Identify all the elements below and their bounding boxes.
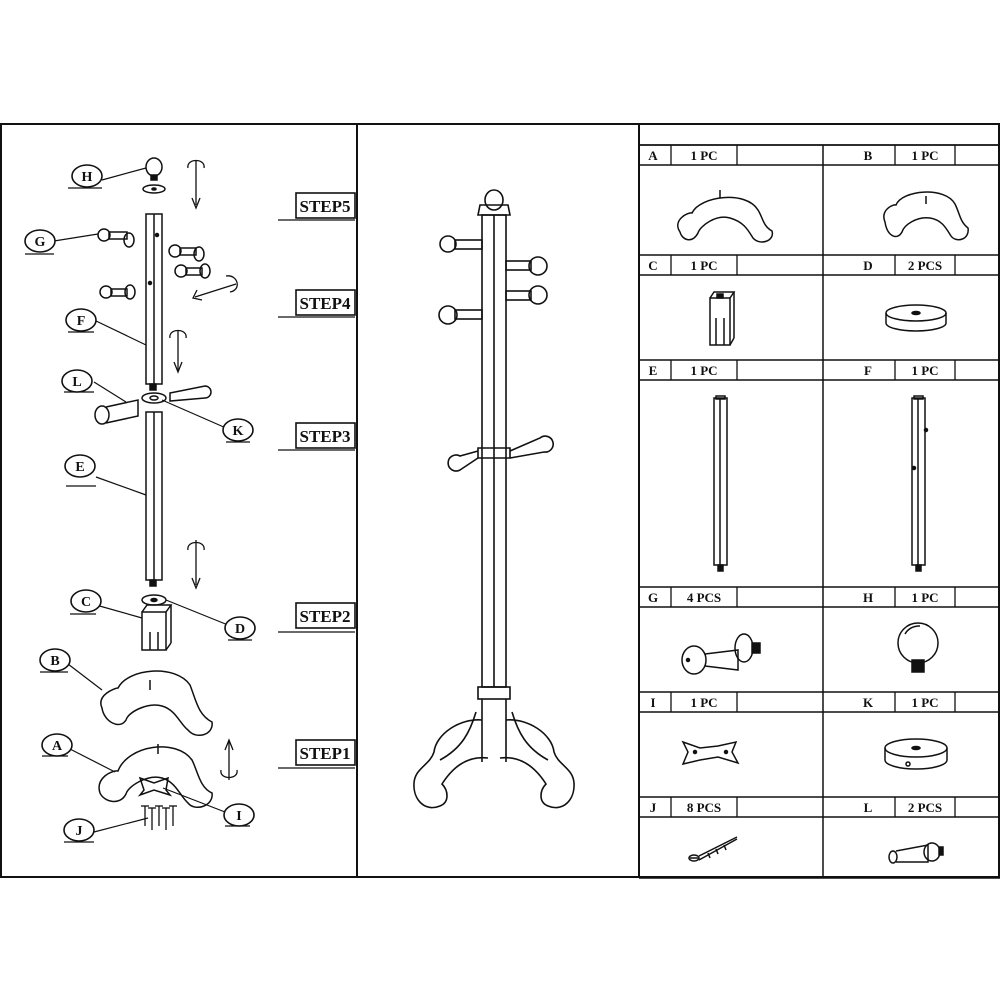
callout-c: C: [81, 595, 91, 610]
step2-label: STEP2: [299, 607, 350, 626]
part-letter: H: [863, 590, 873, 605]
part-quantity: 1 PC: [690, 363, 717, 378]
callout-f: F: [77, 314, 86, 329]
part-a-illustration: [677, 196, 774, 243]
part-quantity: 1 PC: [690, 148, 717, 163]
part-quantity: 1 PC: [690, 695, 717, 710]
part-g-illustration: [681, 633, 761, 675]
part-l-illustration: [888, 842, 944, 864]
part-cell-k: K 1 PC: [823, 691, 1000, 713]
part-i-bracket: [137, 776, 173, 797]
diagram-frame: [0, 123, 1000, 878]
part-letter: J: [650, 800, 657, 815]
callout-i: I: [236, 809, 241, 824]
step5-label: STEP5: [299, 197, 350, 216]
part-b-illustration: [883, 191, 969, 241]
part-cell-c: C 1 PC: [639, 254, 823, 276]
part-quantity: 1 PC: [911, 695, 938, 710]
part-i-illustration: [681, 740, 740, 766]
part-e-lower-pole: [145, 411, 163, 587]
part-cell-a: A 1 PC: [639, 144, 823, 166]
part-cell-g: G 4 PCS: [639, 586, 823, 608]
part-c-connector: [141, 604, 173, 651]
callout-j: J: [76, 824, 83, 839]
step1-label: STEP1: [299, 744, 350, 763]
part-quantity: 2 PCS: [908, 800, 942, 815]
part-quantity: 1 PC: [911, 363, 938, 378]
step-lines: [278, 219, 355, 769]
part-letter: I: [650, 695, 655, 710]
part-cell-h: H 1 PC: [823, 586, 1000, 608]
part-cell-l: L 2 PCS: [823, 796, 1000, 818]
exploded-view: [25, 157, 355, 843]
part-cell-f: F 1 PC: [823, 359, 1000, 381]
rotation-arrows: [169, 159, 238, 780]
step3-label: STEP3: [299, 427, 350, 446]
part-a-leg: [98, 744, 213, 808]
part-letter: C: [648, 258, 657, 273]
part-f-illustration: [911, 395, 929, 572]
step-boxes: [295, 192, 356, 766]
part-f-upper-pole: [145, 213, 163, 391]
part-cell-b: B 1 PC: [823, 144, 1000, 166]
callout-b: B: [50, 654, 59, 669]
part-letter: A: [648, 148, 658, 163]
step-labels: STEP5 STEP4 STEP3 STEP2 STEP1: [299, 197, 351, 763]
part-g-hooks: [97, 228, 211, 300]
part-quantity: 1 PC: [690, 258, 717, 273]
callout-a: A: [52, 739, 63, 754]
part-l-pegs: [94, 385, 212, 425]
part-letter: B: [864, 148, 873, 163]
part-quantity: 8 PCS: [687, 800, 721, 815]
part-quantity: 1 PC: [911, 148, 938, 163]
part-b-leg: [100, 670, 213, 737]
part-letter: K: [863, 695, 874, 710]
part-cell-j: J 8 PCS: [639, 796, 823, 818]
callout-d: D: [235, 622, 245, 637]
step4-label: STEP4: [299, 294, 351, 313]
callout-g: G: [35, 235, 46, 250]
part-j-screws: [141, 805, 177, 830]
part-quantity: 4 PCS: [687, 590, 721, 605]
part-letter: L: [864, 800, 873, 815]
callout-l: L: [72, 375, 81, 390]
part-k-ring: [141, 392, 167, 404]
callout-h: H: [82, 170, 93, 185]
part-h-illustration: [897, 622, 939, 673]
callout-circles: [24, 164, 256, 842]
part-letter: D: [863, 258, 872, 273]
part-h-finial: [142, 157, 166, 194]
callout-labels: H G F L K E C D B A I J: [35, 170, 246, 839]
part-letter: E: [649, 363, 658, 378]
leader-lines: [25, 167, 252, 843]
part-cell-i: I 1 PC: [639, 691, 823, 713]
part-cell-e: E 1 PC: [639, 359, 823, 381]
part-d-illustration: [885, 304, 947, 332]
part-k-illustration: [884, 738, 948, 770]
callout-k: K: [233, 424, 244, 439]
part-quantity: 1 PC: [911, 590, 938, 605]
part-c-illustration: [709, 291, 736, 346]
part-cell-d: D 2 PCS: [823, 254, 1000, 276]
part-quantity: 2 PCS: [908, 258, 942, 273]
part-illustrations: [677, 190, 969, 864]
part-j-illustration: [688, 836, 738, 862]
callout-e: E: [75, 460, 84, 475]
part-e-illustration: [713, 395, 728, 572]
assembled-coat-rack: [413, 189, 575, 809]
part-letter: G: [648, 590, 658, 605]
part-letter: F: [864, 363, 872, 378]
